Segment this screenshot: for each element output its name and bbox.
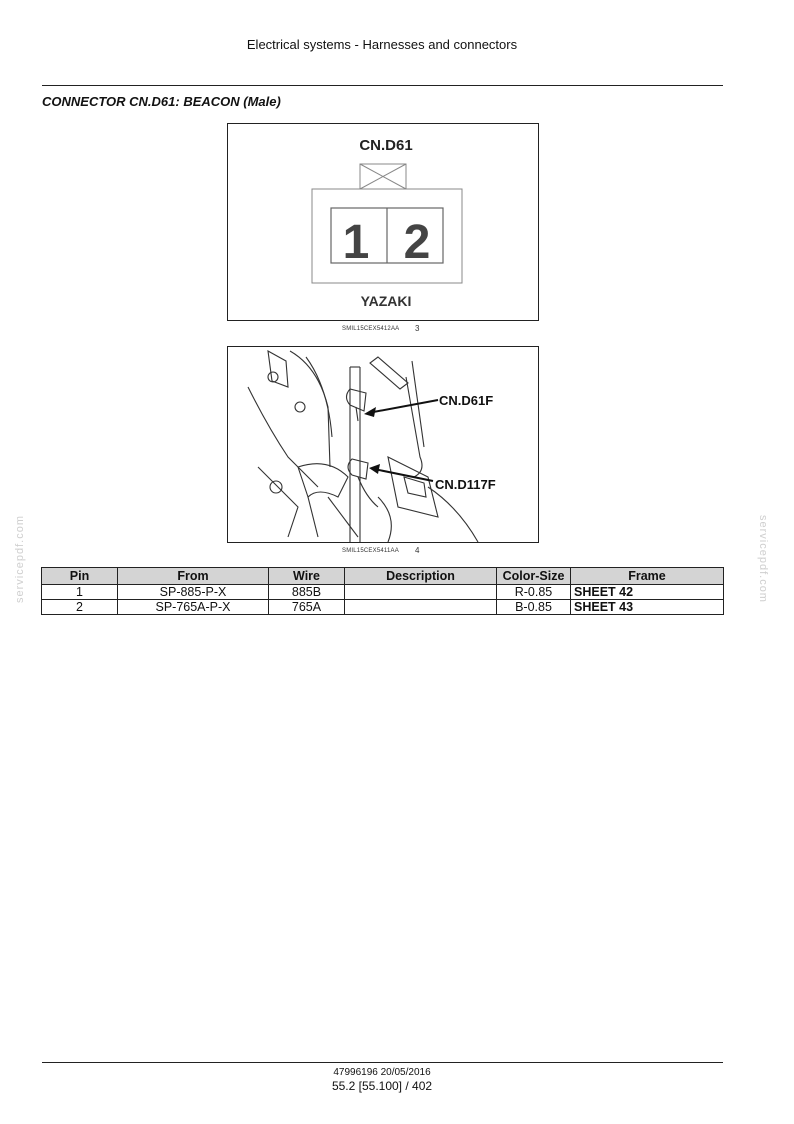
callout-cn-d61f: CN.D61F (439, 393, 493, 408)
maker-label: YAZAKI (361, 293, 412, 309)
cell-description (344, 599, 497, 615)
connector-location-figure: CN.D61F CN.D117F (227, 346, 539, 543)
pin-table: Pin From Wire Description Color-Size Fra… (41, 567, 724, 615)
figure-2-caption: SMIL15CEX5411AA (342, 548, 399, 554)
connector-face-figure: CN.D61 1 2 YAZAKI (227, 123, 539, 321)
cell-description (344, 584, 497, 600)
col-header-frame: Frame (570, 567, 724, 585)
connector-face-diagram: CN.D61 1 2 YAZAKI (311, 137, 463, 309)
cell-wire: 885B (268, 584, 345, 600)
connector-housing (311, 188, 463, 284)
footer-rule (42, 1062, 723, 1063)
footer-doc-reference: 47996196 20/05/2016 (333, 1067, 431, 1078)
cell-from: SP-885-P-X (117, 584, 269, 600)
cell-color-size: B-0.85 (496, 599, 571, 615)
connector-location-drawing: CN.D61F CN.D117F (247, 349, 496, 543)
table-row: 2 SP-765A-P-X 765A B-0.85 SHEET 43 (41, 599, 724, 615)
cell-from: SP-765A-P-X (117, 599, 269, 615)
watermark-left: servicepdf.com (14, 515, 26, 603)
section-title: CONNECTOR CN.D61: BEACON (Male) (42, 94, 281, 109)
figure-2-number: 4 (415, 546, 420, 555)
table-row: 1 SP-885-P-X 885B R-0.85 SHEET 42 (41, 584, 724, 600)
figure-1-number: 3 (415, 324, 420, 333)
table-header-row: Pin From Wire Description Color-Size Fra… (41, 567, 724, 585)
header-rule (42, 85, 723, 86)
col-header-color-size: Color-Size (496, 567, 571, 585)
connector-label: CN.D61 (359, 137, 412, 154)
callout-arrow-b (373, 468, 434, 482)
page-header-title: Electrical systems - Harnesses and conne… (246, 37, 518, 52)
footer-page-number: 55.2 [55.100] / 402 (331, 1079, 433, 1093)
watermark-right: servicepdf.com (757, 515, 769, 603)
col-header-description: Description (344, 567, 497, 585)
cell-wire: 765A (268, 599, 345, 615)
cell-pin: 1 (41, 584, 118, 600)
cell-frame: SHEET 42 (570, 584, 724, 600)
callout-arrow-a (367, 399, 439, 414)
col-header-wire: Wire (268, 567, 345, 585)
cell-color-size: R-0.85 (496, 584, 571, 600)
col-header-from: From (117, 567, 269, 585)
callout-cn-d117f: CN.D117F (435, 477, 496, 492)
cell-pin: 2 (41, 599, 118, 615)
cell-frame: SHEET 43 (570, 599, 724, 615)
pin-1-label: 1 (343, 216, 370, 269)
col-header-pin: Pin (41, 567, 118, 585)
figure-1-caption: SMIL15CEX5412AA (342, 326, 400, 332)
pin-2-label: 2 (404, 216, 431, 269)
